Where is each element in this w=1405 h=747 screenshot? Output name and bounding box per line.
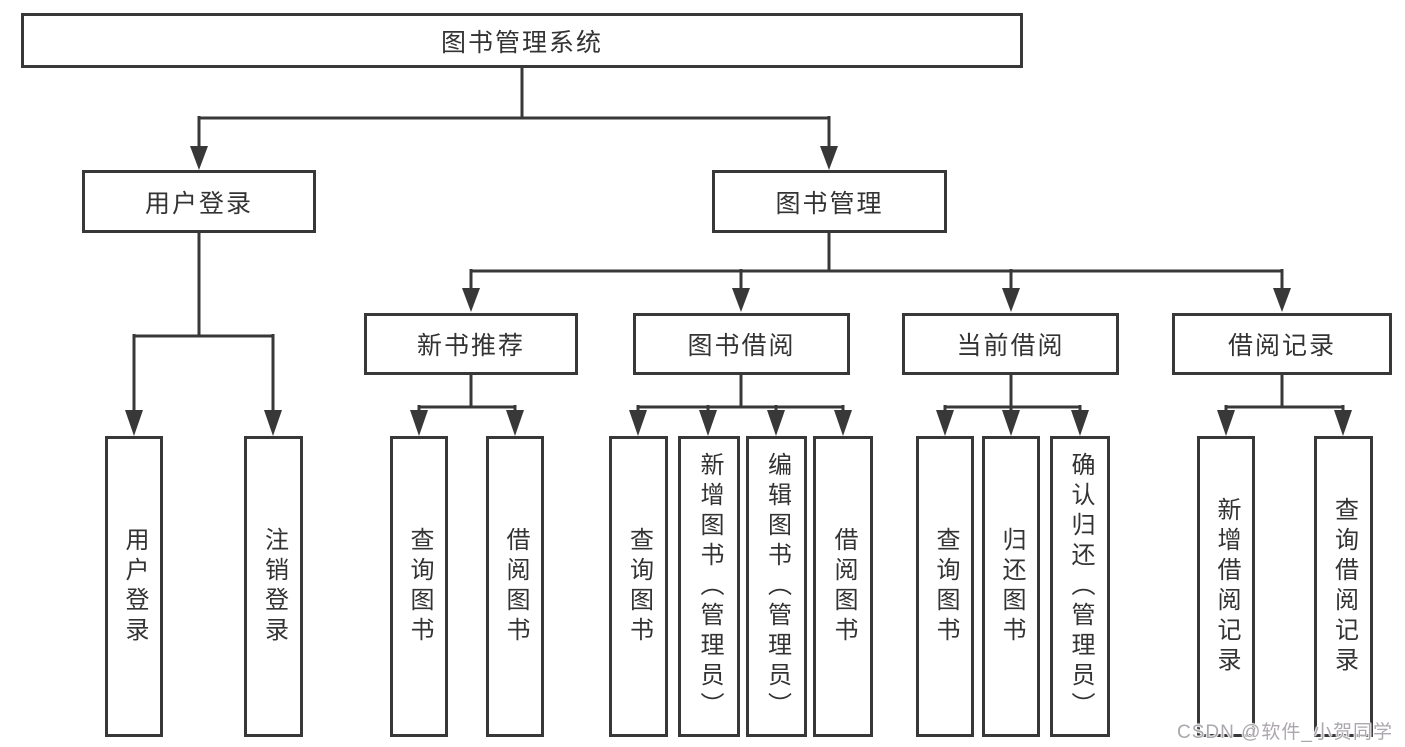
- node-new-book-recommend: 新书推荐: [364, 313, 578, 375]
- csdn-watermark: CSDN @软件_小贺同学: [1177, 722, 1393, 743]
- node-borrow-record: 借阅记录: [1172, 313, 1392, 375]
- node-root: 图书管理系统: [21, 13, 1023, 68]
- leaf-newbook-query-book: 查询图书: [390, 436, 448, 737]
- leaf-borrow-borrow-book: 借阅图书: [813, 436, 873, 737]
- leaf-return-book: 归还图书: [982, 436, 1040, 737]
- connector-book-management-to-level3: [462, 231, 1291, 312]
- connector-root-to-level2: [190, 67, 838, 170]
- leaf-newbook-borrow-book: 借阅图书: [486, 436, 544, 737]
- node-book-borrow: 图书借阅: [633, 313, 850, 375]
- connector-current-borrow-children: [936, 374, 1089, 436]
- connector-user-login-children: [125, 231, 282, 436]
- leaf-logout-login: 注销登录: [244, 436, 303, 737]
- node-current-borrow: 当前借阅: [902, 313, 1119, 375]
- connector-borrow-record-children: [1217, 374, 1352, 436]
- leaf-current-query-book: 查询图书: [916, 436, 974, 737]
- leaf-borrow-query-book: 查询图书: [609, 436, 668, 737]
- leaf-confirm-return-admin: 确认归还（管理员）: [1050, 436, 1110, 737]
- leaf-user-login: 用户登录: [105, 436, 163, 737]
- node-user-login: 用户登录: [82, 170, 316, 233]
- node-book-management: 图书管理: [712, 170, 947, 233]
- leaf-edit-book-admin: 编辑图书（管理员）: [746, 436, 807, 737]
- leaf-query-borrow-record: 查询借阅记录: [1314, 436, 1373, 737]
- connector-book-borrow-children: [629, 374, 852, 436]
- leaf-add-borrow-record: 新增借阅记录: [1197, 436, 1255, 737]
- connector-new-book-children: [410, 374, 524, 436]
- leaf-add-book-admin: 新增图书（管理员）: [678, 436, 740, 737]
